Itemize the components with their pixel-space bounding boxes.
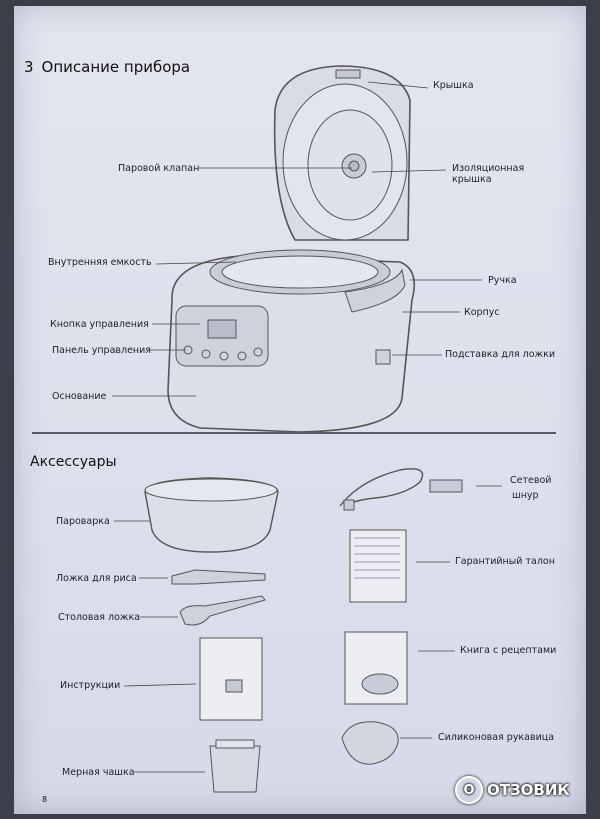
label-power-cord-2: шнур (512, 490, 539, 501)
label-insulation-lid-2: крышка (452, 174, 492, 185)
label-silicone-mitt: Силиконовая рукавица (438, 732, 555, 743)
watermark-text: ОТЗОВИК (487, 781, 570, 799)
section-divider (32, 432, 556, 434)
label-inner-pot: Внутренняя емкость (48, 257, 152, 268)
label-measuring-cup: Мерная чашка (62, 767, 135, 778)
label-recipe-book: Книга с рецептами (460, 645, 557, 656)
label-control-panel: Панель управления (52, 345, 152, 356)
label-body: Корпус (464, 307, 500, 318)
label-lid: Крышка (433, 80, 474, 91)
page-number: 8 (42, 795, 48, 804)
label-control-button: Кнопка управления (50, 319, 149, 330)
label-warranty: Гарантийный талон (455, 556, 555, 567)
label-soup-spoon: Столовая ложка (58, 612, 141, 623)
label-power-cord-1: Сетевой (510, 475, 552, 486)
label-base: Основание (52, 391, 107, 402)
section-title-text: Описание прибора (41, 58, 191, 76)
watermark: О ОТЗОВИК (455, 776, 570, 804)
label-spoon-holder: Подставка для ложки (445, 349, 556, 360)
label-rice-spoon: Ложка для риса (56, 573, 137, 584)
label-instructions: Инструкции (60, 680, 121, 691)
section-number: 3 (24, 58, 34, 76)
label-insulation-lid-1: Изоляционная (452, 163, 525, 174)
watermark-logo-icon: О (455, 776, 483, 804)
label-handle: Ручка (488, 275, 517, 286)
accessories-title: Аксессуары (30, 454, 117, 470)
label-steam-valve: Паровой клапан (118, 163, 200, 174)
section-title: 3 Описание прибора (24, 58, 190, 76)
label-steamer: Пароварка (56, 516, 110, 527)
